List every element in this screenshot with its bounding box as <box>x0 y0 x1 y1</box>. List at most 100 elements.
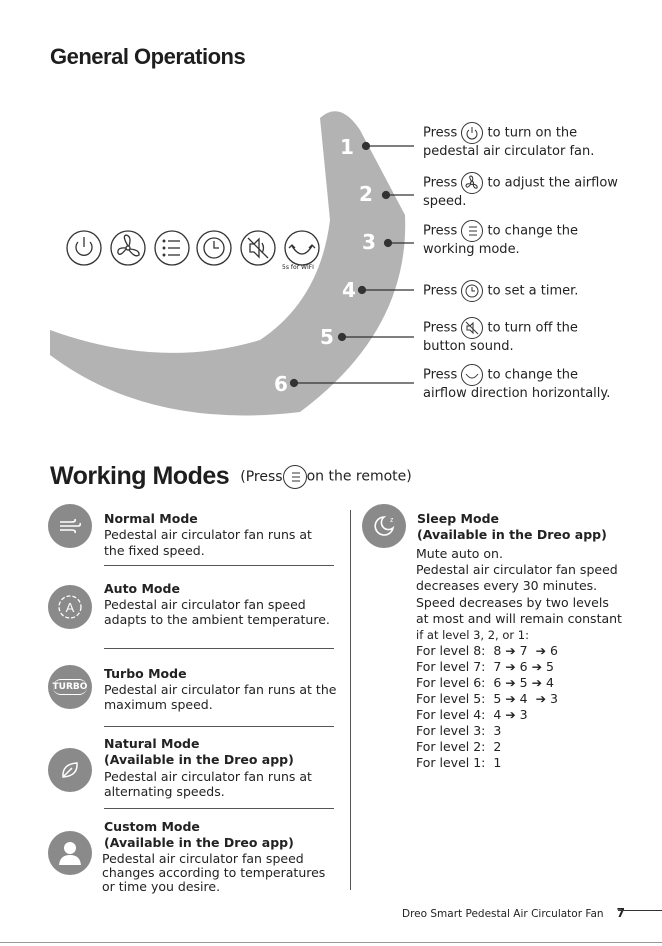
power-icon <box>66 230 102 266</box>
oscillate-icon <box>461 364 484 386</box>
sleep-level: For level 8: 8 ➔ 7 ➔ 6 <box>416 643 558 659</box>
op-1-post: to turn on the <box>487 125 578 141</box>
working-note-post: on the remote) <box>306 468 412 485</box>
mode-desc-turbo-1: Pedestal air circulator fan runs at the <box>104 682 337 697</box>
sleep-level: For level 1: 1 <box>416 755 502 771</box>
fan-icon <box>461 172 484 194</box>
mode-desc-normal-2: the fixed speed. <box>104 543 205 558</box>
auto-icon: A <box>48 585 92 629</box>
sleep-description: Mute auto on. Pedestal air circulator fa… <box>416 546 622 771</box>
num-5: 5 <box>320 325 334 349</box>
num-1: 1 <box>340 135 354 159</box>
mode-sub-custom: (Available in the Dreo app) <box>104 835 294 850</box>
mode-title-sleep: Sleep Mode <box>417 511 499 526</box>
op-1-line2: pedestal air circulator fan. <box>423 144 595 159</box>
divider <box>104 726 334 727</box>
section-title-general: General Operations <box>50 44 246 69</box>
divider <box>104 808 334 809</box>
op-1: Press to turn on the pedestal air circul… <box>423 122 594 160</box>
working-note-pre: (Press <box>240 468 283 485</box>
sleep-level: For level 7: 7 ➔ 6 ➔ 5 <box>416 659 555 675</box>
sleep-level: For level 6: 6 ➔ 5 ➔ 4 <box>416 675 555 691</box>
op-6-line2: airflow direction horizontally. <box>423 386 611 401</box>
mode-desc-natural-1: Pedestal air circulator fan runs at <box>104 769 312 784</box>
moon-icon: z <box>362 504 406 548</box>
num-3: 3 <box>362 230 376 254</box>
divider <box>104 648 334 649</box>
svg-text:z: z <box>390 517 394 524</box>
mode-title-custom: Custom Mode <box>104 819 200 834</box>
op-4-post: to set a timer. <box>487 283 579 299</box>
op-2-line2: speed. <box>423 194 467 209</box>
sleep-desc-line: Mute auto on. <box>416 546 503 561</box>
panel-arc <box>50 111 406 416</box>
op-5-line2: button sound. <box>423 339 514 354</box>
mode-desc-custom-2: changes according to temperatures <box>102 865 326 880</box>
column-divider <box>350 510 351 890</box>
mode-desc-natural-2: alternating speeds. <box>104 784 225 799</box>
mode-title-natural: Natural Mode <box>104 736 200 751</box>
num-6: 6 <box>274 372 288 396</box>
op-3-post: to change the <box>487 223 579 239</box>
sleep-desc-line: Speed decreases by two levels <box>416 594 609 610</box>
op-5-pre: Press <box>423 320 458 336</box>
mode-title-normal: Normal Mode <box>104 511 198 526</box>
num-2: 2 <box>359 182 373 206</box>
op-4-pre: Press <box>423 283 458 299</box>
wind-icon <box>48 504 92 548</box>
mode-title-turbo: Turbo Mode <box>104 666 187 681</box>
op-1-pre: Press <box>423 125 458 141</box>
power-icon <box>461 122 484 144</box>
op-6-pre: Press <box>423 367 458 383</box>
leaf-icon <box>48 748 92 792</box>
mode-sub-sleep: (Available in the Dreo app) <box>417 527 607 542</box>
turbo-icon-text: TURBO <box>52 679 88 695</box>
user-icon <box>48 831 92 875</box>
num-4: 4 <box>342 278 356 302</box>
op-3-line2: working mode. <box>423 242 520 257</box>
mode-icon <box>154 230 190 266</box>
sleep-level: For level 5: 5 ➔ 4 ➔ 3 <box>416 691 558 707</box>
sleep-desc-line: decreases every 30 minutes. <box>416 578 598 594</box>
op-4: Press to set a timer. <box>423 280 578 302</box>
fan-icon <box>110 230 146 266</box>
mode-desc-auto-1: Pedestal air circulator fan speed <box>104 597 306 612</box>
mute-icon <box>240 230 276 266</box>
working-modes-heading: Working Modes (Press on the remote) <box>50 462 412 491</box>
page-number: 7 <box>616 906 625 920</box>
footer-rule <box>618 910 662 911</box>
mode-desc-auto-2: adapts to the ambient temperature. <box>104 612 330 627</box>
page-bottom-rule <box>0 942 662 943</box>
footer-text: Dreo Smart Pedestal Air Circulator Fan <box>402 908 604 920</box>
mode-desc-turbo-2: maximum speed. <box>104 697 213 712</box>
sleep-level: For level 2: 2 <box>416 739 502 755</box>
mode-desc-custom-1: Pedestal air circulator fan speed <box>102 851 304 866</box>
mode-icon <box>461 220 484 242</box>
sleep-level: For level 4: 4 ➔ 3 <box>416 707 528 723</box>
divider <box>104 565 334 566</box>
mode-sub-natural: (Available in the Dreo app) <box>104 752 294 767</box>
mode-title-auto: Auto Mode <box>104 581 180 596</box>
op-2: Press to adjust the airflow speed. <box>423 172 618 210</box>
mode-desc-custom-3: or time you desire. <box>102 879 221 894</box>
op-5: Press to turn off the button sound. <box>423 317 578 355</box>
sleep-desc-line: at most and will remain constant <box>416 610 622 626</box>
op-6: Press to change the airflow direction ho… <box>423 364 610 402</box>
op-3: Press to change the working mode. <box>423 220 578 258</box>
footer: Dreo Smart Pedestal Air Circulator Fan 7 <box>402 902 625 921</box>
op-2-pre: Press <box>423 175 458 191</box>
op-2-post: to adjust the airflow <box>487 175 618 191</box>
oscillate-icon <box>284 230 320 266</box>
panel-buttons <box>66 230 320 266</box>
mode-icon <box>282 464 307 489</box>
sleep-level: For level 3: 3 <box>416 723 502 739</box>
mode-desc-normal-1: Pedestal air circulator fan runs at <box>104 527 312 542</box>
sleep-desc-line: if at level 3, 2, or 1: <box>416 628 529 643</box>
svg-text:A: A <box>66 600 75 615</box>
mute-icon <box>461 317 484 339</box>
turbo-icon: TURBO <box>48 665 92 709</box>
timer-icon <box>196 230 232 266</box>
section-title-working: Working Modes <box>50 462 230 490</box>
op-3-pre: Press <box>423 223 458 239</box>
